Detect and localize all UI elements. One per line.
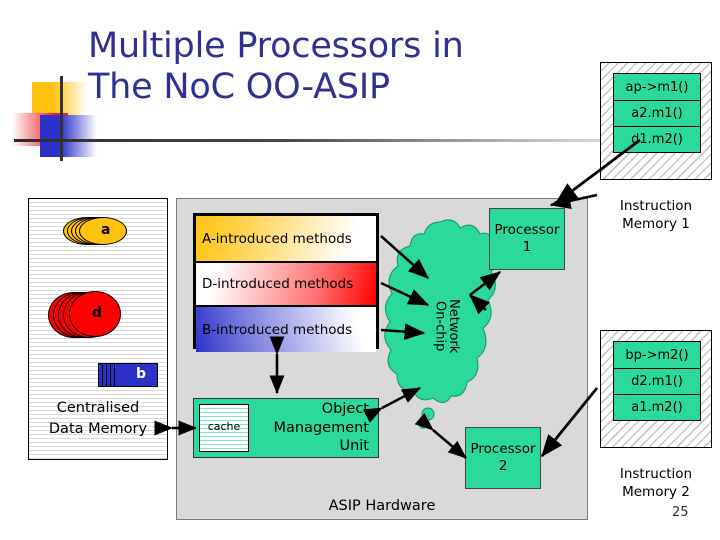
omu-label-line-2: Management bbox=[273, 419, 369, 436]
network-line-2: Network bbox=[446, 298, 462, 354]
page-number: 25 bbox=[672, 505, 689, 520]
object-d-stack: d bbox=[48, 291, 122, 338]
method-row-d-label: D-introduced methods bbox=[202, 276, 354, 292]
method-row-a[interactable]: A-introduced methods bbox=[196, 216, 376, 261]
imem1-instruction-row: ap->m1() bbox=[625, 79, 689, 95]
processor-1-line-2: 1 bbox=[522, 239, 532, 255]
omu-label-line-3: Unit bbox=[339, 438, 369, 455]
processor-2-label: Processor 2 bbox=[465, 427, 541, 489]
cdm-label-line-2: Data Memory bbox=[48, 421, 148, 438]
method-row-b[interactable]: B-introduced methods bbox=[196, 307, 376, 352]
imem1-instruction-row: a2.m1() bbox=[614, 100, 700, 126]
logo-vertical-line bbox=[60, 76, 63, 161]
processor-1-line-1: Processor bbox=[494, 222, 560, 239]
title-divider bbox=[14, 139, 706, 142]
processor-2-line-1: Processor bbox=[470, 441, 536, 458]
page-title: Multiple Processors in The NoC OO-ASIP bbox=[88, 26, 558, 109]
logo-blue-square bbox=[40, 115, 97, 157]
instruction-memory-1-rows: ap->m1() a2.m1() d1.m2() bbox=[613, 73, 701, 153]
object-a-label: a bbox=[101, 222, 111, 238]
object-d-label: d bbox=[92, 305, 103, 321]
introduced-methods-stack: A-introduced methods D-introduced method… bbox=[193, 213, 379, 352]
imem2-instruction-row: d2.m1() bbox=[614, 368, 700, 394]
imem1-label-line-2: Memory 1 bbox=[622, 216, 690, 233]
cache-label: cache bbox=[207, 420, 241, 433]
processor-1-box[interactable] bbox=[489, 208, 565, 270]
imem2-label-line-2: Memory 2 bbox=[622, 484, 690, 501]
instruction-memory-2-label: Instruction Memory 2 bbox=[600, 465, 712, 501]
omu-label: Object Management Unit bbox=[242, 398, 374, 458]
object-a-stack: a bbox=[63, 216, 127, 245]
logo-yellow-square bbox=[32, 82, 87, 119]
processor-2-box[interactable] bbox=[465, 427, 541, 489]
method-row-d[interactable]: D-introduced methods bbox=[196, 261, 376, 307]
processor-2-line-2: 2 bbox=[498, 458, 508, 474]
processor-1-label: Processor 1 bbox=[489, 208, 565, 270]
asip-hardware-label: ASIP Hardware bbox=[328, 498, 436, 514]
network-line-1: On-chip bbox=[432, 300, 448, 352]
centralised-data-memory-label: Centralised Data Memory bbox=[28, 398, 168, 440]
imem1-label-line-1: Instruction bbox=[619, 198, 693, 214]
object-b-stack: b bbox=[98, 362, 158, 387]
instruction-memory-1-label: Instruction Memory 1 bbox=[600, 197, 712, 233]
method-row-b-label: B-introduced methods bbox=[202, 321, 353, 338]
imem2-label-line-1: Instruction bbox=[619, 466, 693, 482]
method-row-a-label: A-introduced methods bbox=[202, 230, 352, 247]
cdm-label-line-1: Centralised bbox=[56, 400, 140, 416]
title-line-2: The NoC OO-ASIP bbox=[88, 67, 390, 108]
instruction-memory-2-rows: bp->m2() d2.m1() a1.m2() bbox=[613, 341, 701, 421]
title-line-1: Multiple Processors in bbox=[88, 26, 464, 66]
imem2-instruction-row: a1.m2() bbox=[614, 394, 700, 420]
on-chip-network-label: On-chip Network bbox=[409, 222, 487, 430]
object-b-label: b bbox=[136, 366, 147, 382]
imem1-instruction-row: d1.m2() bbox=[614, 126, 700, 152]
imem2-instruction-row: bp->m2() bbox=[625, 347, 689, 363]
omu-label-line-1: Object bbox=[321, 401, 369, 418]
cache-block bbox=[199, 404, 249, 452]
